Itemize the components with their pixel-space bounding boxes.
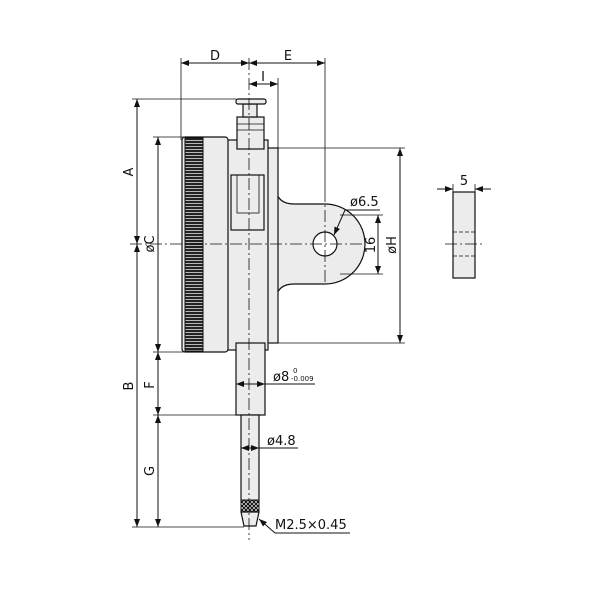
dim-label-lug-height: 16 bbox=[364, 237, 379, 254]
dim-label-f: F bbox=[143, 381, 158, 388]
contact-point-knurl bbox=[240, 499, 260, 513]
cap bbox=[235, 98, 267, 105]
spindle bbox=[240, 414, 260, 502]
dim-label-stem-tol-lower: -0.009 bbox=[291, 375, 314, 383]
dim-label-c: øC bbox=[143, 235, 158, 252]
contact-point bbox=[240, 511, 260, 527]
dim-label-lug-thickness: 5 bbox=[460, 174, 468, 189]
case-window bbox=[230, 174, 265, 231]
lug-side-profile bbox=[452, 191, 476, 279]
window-inner bbox=[236, 174, 260, 214]
dim-label-stem: ø8 bbox=[273, 370, 289, 385]
dim-label-thread: M2.5×0.45 bbox=[275, 518, 347, 533]
case bbox=[225, 139, 269, 351]
dim-label-lug-hole: ø6.5 bbox=[350, 195, 379, 210]
stem bbox=[235, 342, 266, 416]
top-stem bbox=[236, 116, 265, 150]
dim-label-spindle: ø4.8 bbox=[267, 434, 296, 449]
dim-label-i: I bbox=[261, 70, 265, 85]
dim-label-stem-tol-upper: 0 bbox=[293, 367, 297, 375]
dim-label-e: E bbox=[284, 49, 292, 64]
dim-label-d: D bbox=[210, 49, 220, 64]
dim-label-g: G bbox=[143, 466, 158, 476]
bezel-knurl bbox=[184, 137, 204, 352]
lug-side-view: 5 bbox=[437, 174, 491, 279]
dim-label-a: A bbox=[122, 167, 137, 176]
dim-label-b: B bbox=[122, 382, 137, 391]
cap-neck bbox=[242, 103, 258, 118]
indicator-body bbox=[181, 98, 366, 527]
dim-label-h: øH bbox=[385, 236, 400, 254]
